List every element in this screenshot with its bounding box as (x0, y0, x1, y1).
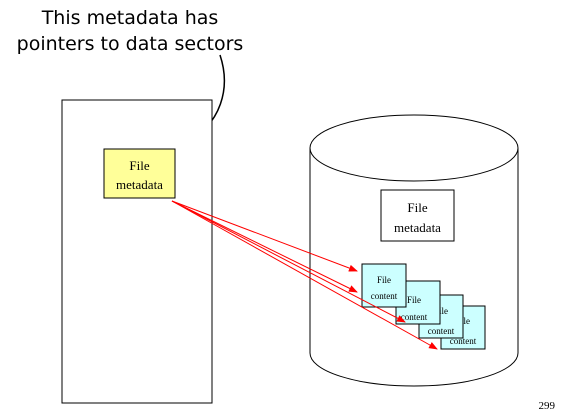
content-2-line-2: content (401, 312, 428, 322)
memory-box (61, 99, 213, 404)
pointer-arrow-3 (171, 200, 406, 323)
pointer-arrow-2 (171, 200, 358, 293)
callout-text: This metadata has pointers to data secto… (0, 5, 260, 57)
callout-line-1: This metadata has (41, 7, 219, 29)
disk-metadata-label-2: metadata (394, 220, 441, 235)
pointer-arrow-1 (171, 200, 358, 272)
memory-metadata-label-1: File (129, 158, 149, 173)
content-1-line-2: content (371, 291, 398, 301)
disk-cylinder (309, 114, 519, 387)
content-2-line-1: File (407, 295, 421, 305)
callout-line-2: pointers to data sectors (16, 33, 244, 55)
page-number: 299 (538, 400, 556, 412)
content-4-line-2: content (450, 336, 477, 346)
pointer-arrow-4 (171, 200, 438, 350)
content-3-line-2: content (428, 326, 455, 336)
memory-file-metadata-box (103, 148, 176, 199)
file-content-block-1: File content (361, 263, 407, 308)
disk-metadata-label-1: File (407, 200, 427, 215)
content-3-line-1: File (434, 306, 448, 316)
memory-metadata-label-2: metadata (116, 177, 163, 192)
disk-file-metadata-box (380, 189, 455, 242)
content-1-line-1: File (377, 275, 391, 285)
pointer-arrows (171, 200, 438, 350)
